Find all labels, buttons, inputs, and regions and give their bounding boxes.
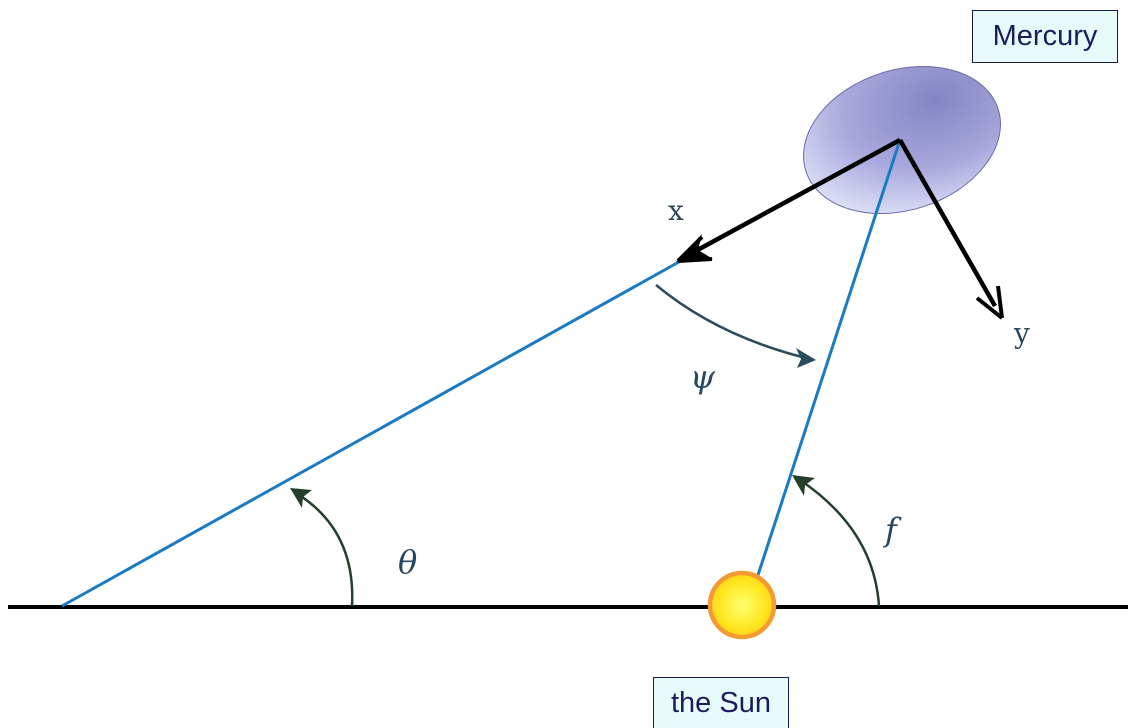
theta-arrowhead xyxy=(290,488,312,508)
sun-disk xyxy=(707,570,777,640)
f-angle-arc xyxy=(799,478,881,607)
f-label: f xyxy=(883,511,902,549)
psi-angle-arc xyxy=(655,284,815,362)
y-axis-arrow xyxy=(898,138,1004,320)
theta-angle-arc xyxy=(295,491,354,607)
y-axis-label: y xyxy=(1013,317,1030,350)
psi-arrowhead xyxy=(796,348,816,368)
sightline-sun-mercury xyxy=(756,139,902,576)
psi-label: ψ xyxy=(690,358,716,396)
mercury-label-box: Mercury xyxy=(972,10,1118,63)
sightline-long xyxy=(61,256,687,608)
x-axis-label: x xyxy=(668,194,684,227)
theta-label: θ xyxy=(398,543,417,581)
sun-label: the Sun xyxy=(671,686,771,719)
sun-label-box: the Sun xyxy=(653,677,789,728)
mercury-label: Mercury xyxy=(992,20,1098,52)
f-arrowhead xyxy=(792,475,815,496)
x-axis-arrow xyxy=(676,138,902,263)
